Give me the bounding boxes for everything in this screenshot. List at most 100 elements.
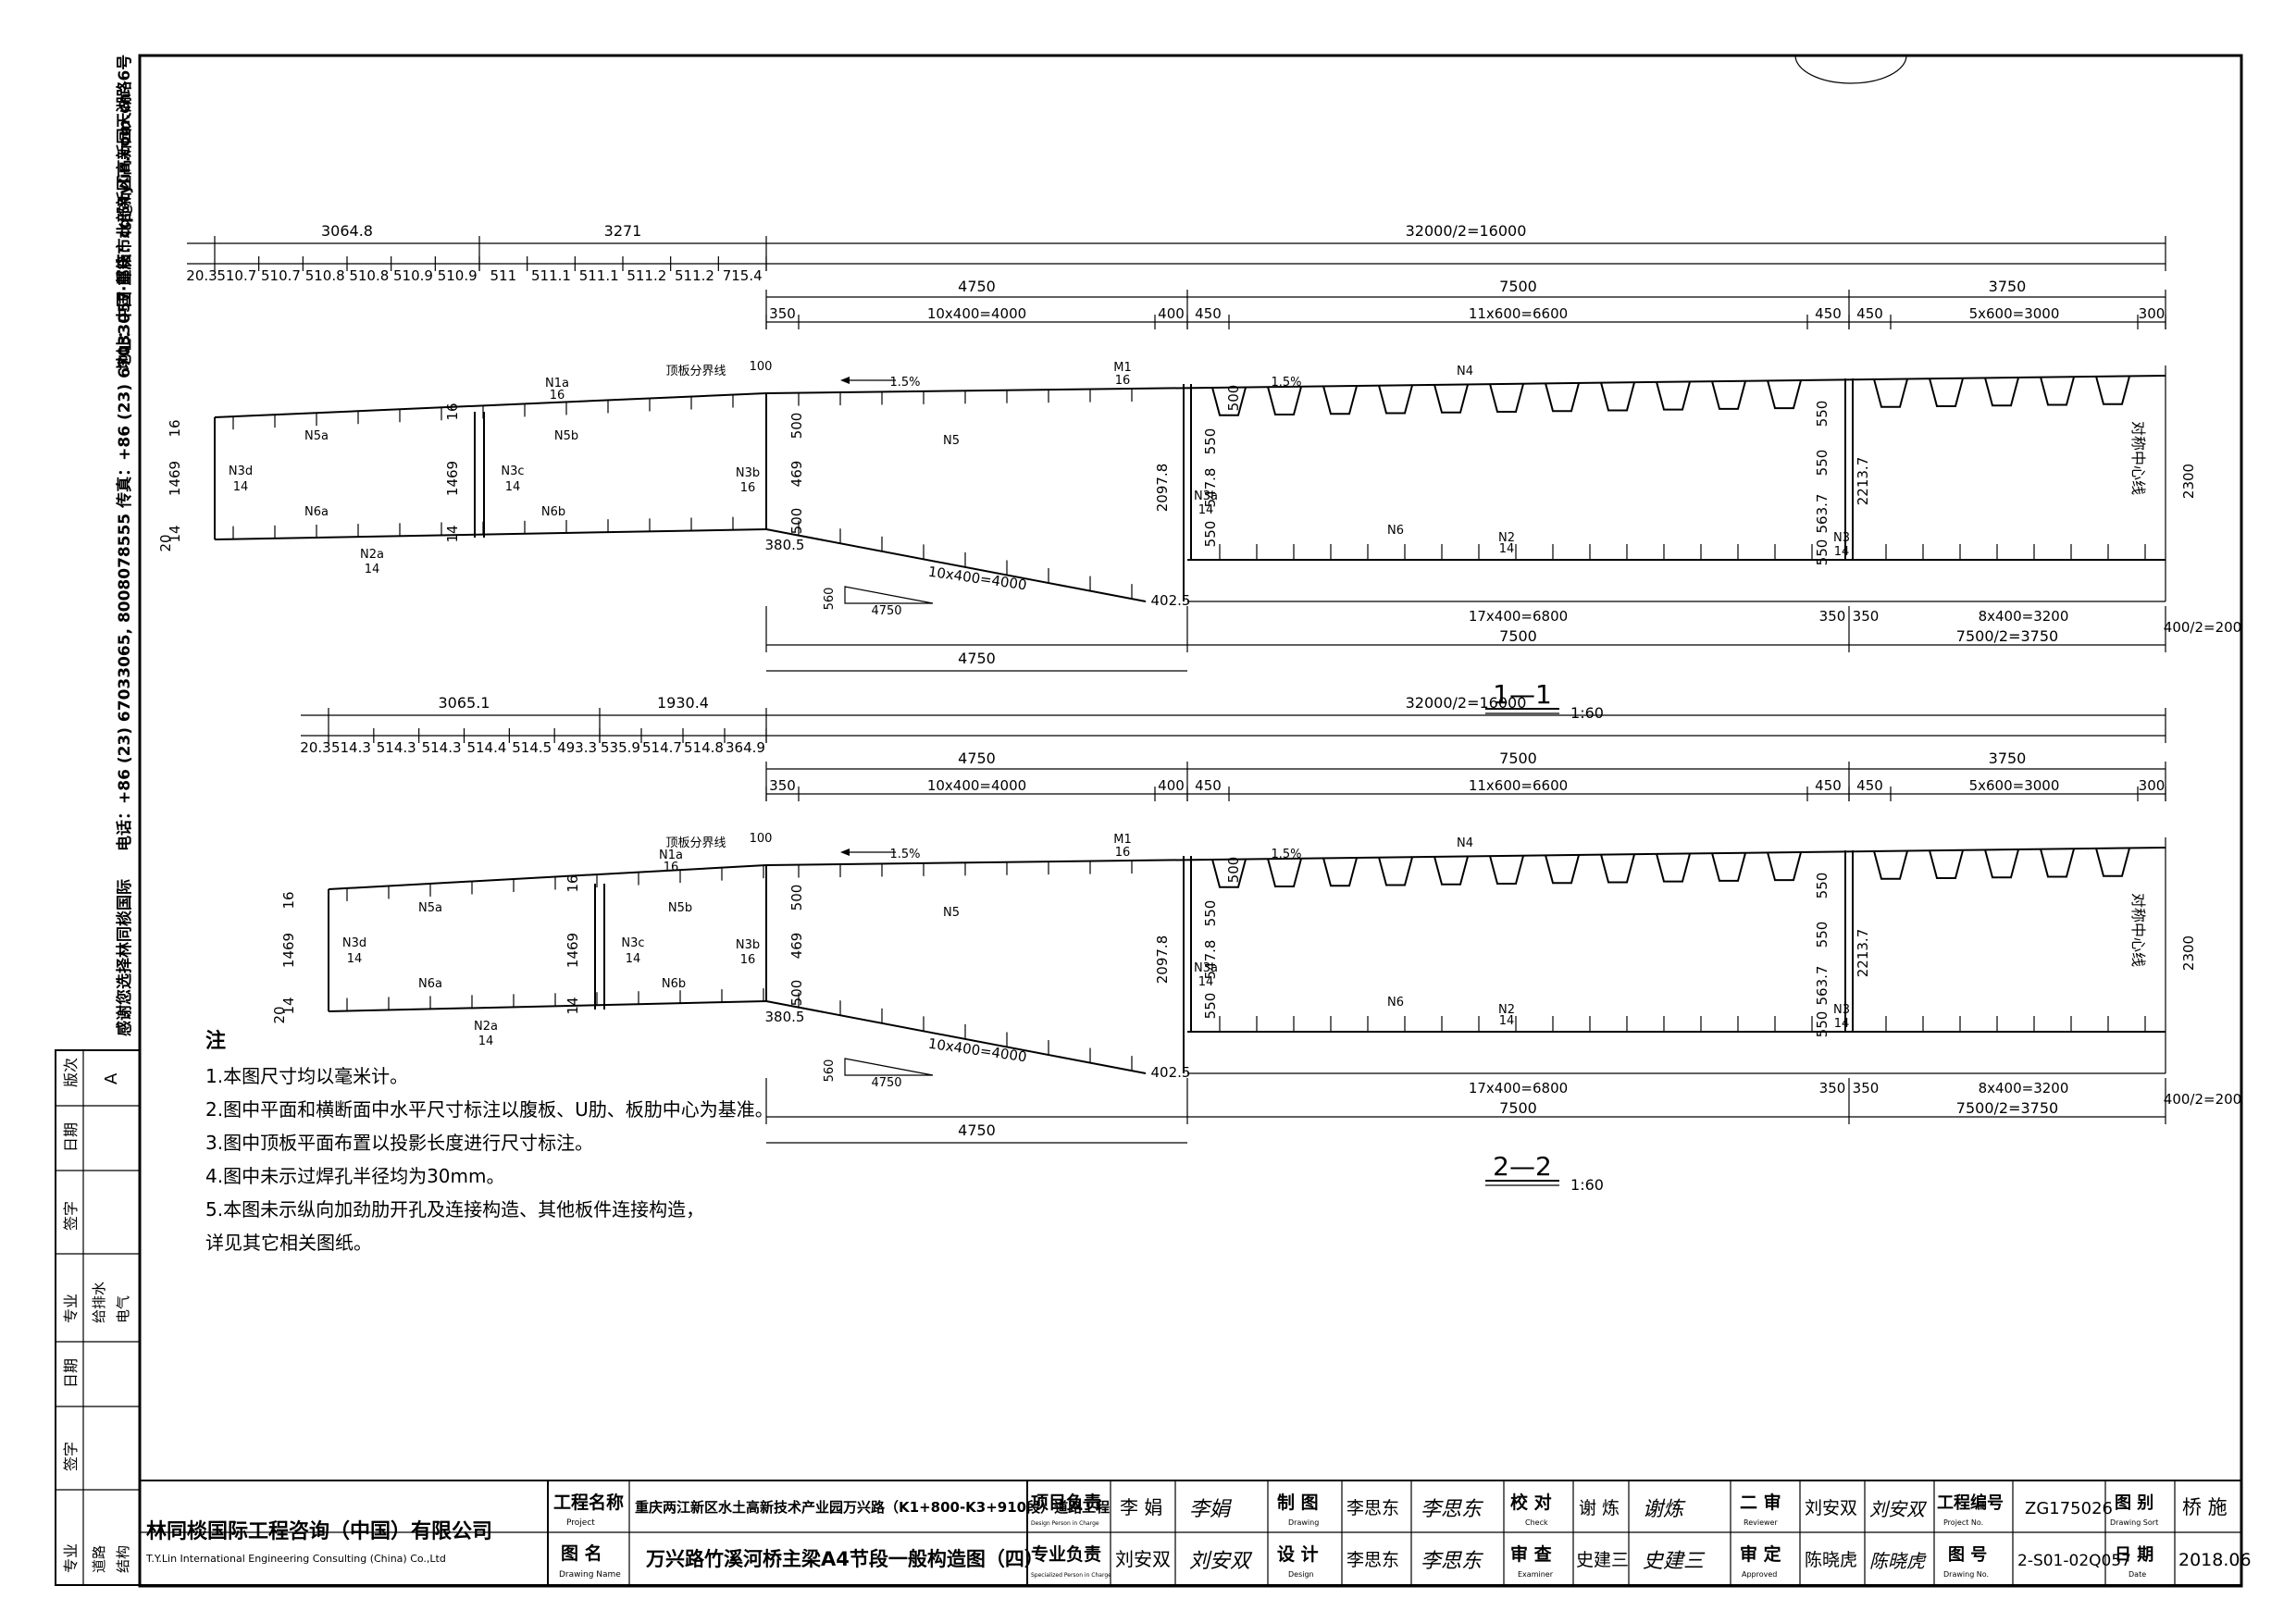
role-2-name: 刘安双: [1115, 1548, 1171, 1570]
drawing-label: 图 名: [561, 1542, 602, 1564]
role-4-sign: 李思东: [1421, 1550, 1484, 1573]
u-rib: [1545, 382, 1580, 413]
dim-fine: 450: [1195, 777, 1222, 794]
part-label: 100: [750, 832, 773, 846]
project-name: 重庆两江新区水土高新技术产业园万兴路（K1+800-K3+910段）道路工程: [635, 1499, 1110, 1516]
dim-slope-4: 560: [823, 588, 837, 611]
role-6-label: 审 查: [1510, 1543, 1553, 1565]
dim-segment-a: 510.7: [261, 267, 301, 284]
dim-segment-b: 511.1: [579, 267, 619, 284]
dim-height: 550: [1202, 428, 1219, 455]
dim-overall-2: 3271: [604, 222, 642, 240]
part-label: N6b: [541, 505, 565, 519]
part-label: N4: [1457, 365, 1473, 378]
role-2-label-en: Specialized Person in Charge: [1031, 1572, 1111, 1579]
dim-height: 563.7: [1814, 494, 1831, 534]
dim-bottom-total-1: 4750: [958, 1121, 996, 1139]
role-3-name: 李思东: [1347, 1498, 1399, 1518]
part-label: N1a: [659, 849, 683, 862]
u-rib: [1433, 856, 1469, 886]
part-label: 顶板分界线: [665, 836, 726, 850]
dim-segment-b: 514.7: [642, 739, 682, 756]
dim-fine: 300: [2139, 305, 2166, 322]
u-rib: [1600, 382, 1635, 412]
dim-mid-2: 7500: [1499, 750, 1537, 767]
dim-segment-b: 511.1: [531, 267, 571, 284]
role-8-name: 陈晓虎: [1805, 1550, 1857, 1570]
role-7-label-en: Reviewer: [1744, 1518, 1778, 1527]
part-label: 14: [1834, 545, 1850, 559]
sloped-bottom-plate: [765, 528, 1147, 602]
dim-fine: 5x600=3000: [1969, 777, 2060, 794]
part-label: N3a: [1194, 961, 1218, 975]
dim-segment-a: 514.4: [466, 739, 506, 756]
part-label: 14: [626, 952, 641, 966]
dim-height: 500: [788, 413, 805, 440]
notes: 注 1.本图尺寸均以毫米计。 2.图中平面和横断面中水平尺寸标注以腹板、U肋、板…: [205, 1029, 774, 1254]
u-rib: [1489, 383, 1524, 413]
version-label: 版次: [62, 1058, 80, 1087]
part-label: N2: [1498, 531, 1515, 545]
sign-label: 签字: [62, 1201, 80, 1231]
dim-slope-5: 4750: [871, 604, 901, 618]
date-value: 2018.06: [2178, 1550, 2252, 1570]
project-label: 工程名称: [553, 1492, 624, 1513]
part-label: 16: [550, 389, 565, 403]
part-label: N4: [1457, 836, 1473, 850]
part-label: N3c: [501, 465, 524, 478]
part-label: 16: [740, 953, 756, 967]
discipline-3: 道路: [91, 1545, 107, 1573]
dim-edge-small: 20.3: [300, 739, 330, 756]
dim-slope-1: 380.5: [765, 537, 805, 553]
dim-height: 550: [1814, 539, 1831, 566]
version-value: A: [102, 1072, 121, 1084]
part-label: N2a: [474, 1020, 498, 1034]
role-3-sign: 李思东: [1421, 1498, 1484, 1521]
part-label: N6: [1387, 524, 1404, 538]
role-8-sign: 陈晓虎: [1869, 1550, 1927, 1572]
dim-height: 550: [1814, 1011, 1831, 1038]
part-label: N3d: [342, 936, 366, 950]
role-8-label: 审 定: [1740, 1543, 1781, 1565]
date-label-en: Date: [2128, 1570, 2146, 1579]
role-5-label: 校 对: [1510, 1492, 1552, 1513]
notes-heading: 注: [205, 1029, 226, 1053]
dim-fine: 350: [769, 305, 796, 322]
dim-height: 550: [1202, 521, 1219, 548]
slope-triangle: [844, 586, 934, 604]
top-plate-right: [765, 847, 2166, 866]
role-4-name: 李思东: [1347, 1550, 1399, 1570]
dim-segment-a: 510.9: [438, 267, 478, 284]
part-label: N3a: [1194, 489, 1218, 503]
dim-height: 16: [565, 874, 581, 892]
dim-overall-1: 3064.8: [321, 222, 373, 240]
slope-triangle: [844, 1058, 934, 1076]
u-rib: [1873, 850, 1908, 880]
dim-height: 20: [157, 534, 174, 551]
address-text: 地址：中国·重庆市北部新区高新园天湖路6号: [115, 55, 134, 370]
u-rib: [1322, 385, 1358, 415]
dim-fine: 450: [1815, 305, 1842, 322]
dim-bottom-2: 350: [1819, 608, 1846, 625]
dim-segment-b: 535.9: [601, 739, 640, 756]
dim-segment-b: 511.2: [627, 267, 666, 284]
dim-height: 2097.8: [1154, 464, 1171, 513]
dim-segment-b: 364.9: [726, 739, 765, 756]
dim-height: 14: [280, 997, 297, 1014]
discipline-2: 电气: [115, 1295, 131, 1323]
dim-fine: 11x600=6600: [1469, 777, 1568, 794]
dim-overall-3: 32000/2=16000: [1406, 222, 1527, 240]
dim-overall-3: 32000/2=16000: [1406, 694, 1527, 712]
dim-segment-a: 514.3: [377, 739, 416, 756]
part-label: 14: [347, 952, 363, 966]
discipline-label: 专业: [62, 1294, 80, 1323]
dim-edge-small: 20.3: [186, 267, 217, 284]
dim-slope-3: 402.5: [1151, 592, 1191, 609]
dim-segment-b: 511.2: [675, 267, 714, 284]
u-rib: [1767, 851, 1802, 882]
dim-height: 550: [1202, 993, 1219, 1020]
bottom-plate-left: [328, 1000, 767, 1012]
part-label: N3: [1833, 1003, 1850, 1017]
